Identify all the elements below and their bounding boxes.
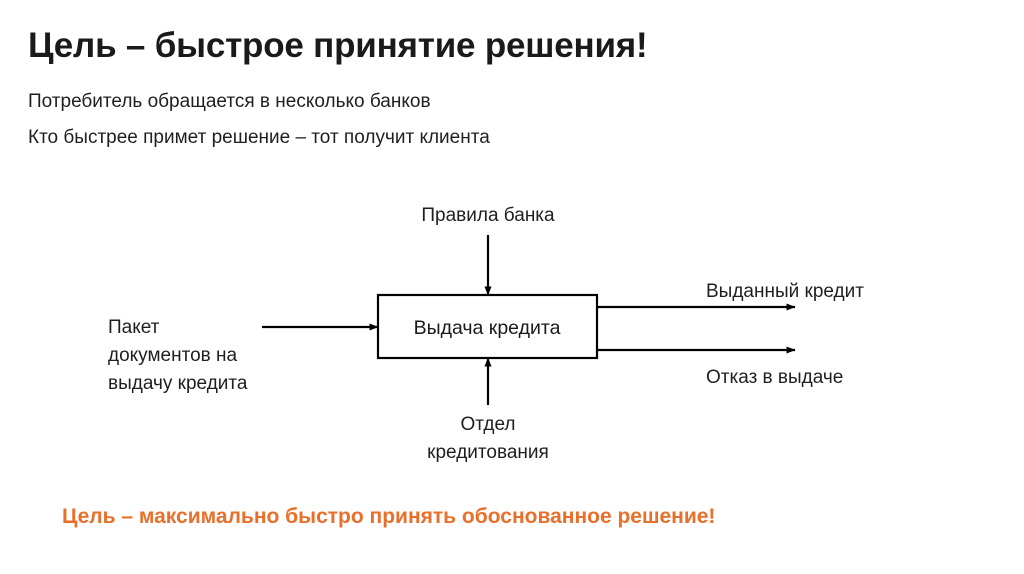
mechanism-label-line-1: Отдел [461, 414, 516, 435]
input-label-line-2: документов на [108, 345, 238, 366]
output-label-lower: Отказ в выдаче [706, 367, 843, 388]
page-title: Цель – быстрое принятие решения! [28, 26, 648, 65]
subtitle-line-2: Кто быстрее примет решение – тот получит… [28, 127, 490, 148]
input-label-line-3: выдачу кредита [108, 373, 248, 394]
footer-conclusion: Цель – максимально быстро принять обосно… [62, 505, 716, 528]
process-diagram: Правила банка Выдача кредита Пакет докум… [0, 175, 1024, 485]
mechanism-label-line-2: кредитования [427, 442, 549, 463]
input-label-line-1: Пакет [108, 317, 160, 338]
process-box-label: Выдача кредита [414, 317, 561, 339]
output-label-upper: Выданный кредит [706, 281, 864, 302]
control-label: Правила банка [421, 205, 555, 226]
subtitle-line-1: Потребитель обращается в несколько банко… [28, 91, 431, 112]
